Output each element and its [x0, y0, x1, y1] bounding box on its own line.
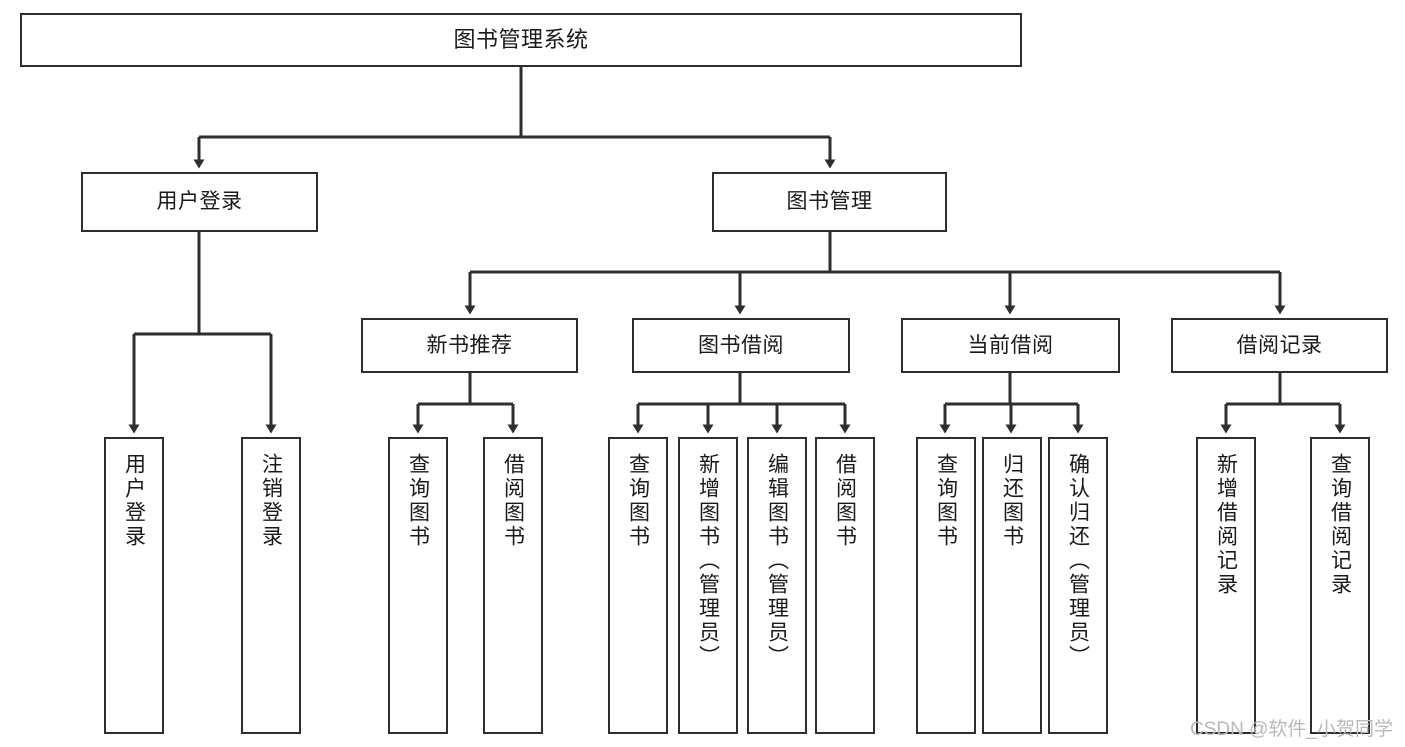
node-book-borrow[interactable]: 图书借阅 [632, 318, 850, 373]
node-label: 借阅图书 [501, 453, 525, 549]
node-label: 查询借阅记录 [1328, 453, 1352, 597]
node-label: 借阅记录 [1236, 333, 1323, 357]
node-borrow-record[interactable]: 借阅记录 [1171, 318, 1388, 373]
node-label: 用户登录 [156, 190, 243, 214]
node-user-login[interactable]: 用户登录 [81, 172, 318, 232]
node-label: 新增图书（管理员） [696, 453, 720, 669]
node-label: 新增借阅记录 [1214, 453, 1238, 597]
leaf-borrow-book-new[interactable]: 借阅图书 [483, 437, 543, 734]
node-label: 图书管理系统 [453, 26, 589, 52]
leaf-user-login[interactable]: 用户登录 [104, 437, 164, 734]
node-new-book-recommend[interactable]: 新书推荐 [361, 318, 578, 373]
leaf-edit-book-admin[interactable]: 编辑图书（管理员） [747, 437, 807, 734]
node-current-borrow[interactable]: 当前借阅 [901, 318, 1120, 373]
csdn-watermark: CSDN @软件_小贺同学 [1190, 719, 1393, 740]
leaf-confirm-return-admin[interactable]: 确认归还（管理员） [1048, 437, 1108, 734]
leaf-return-book[interactable]: 归还图书 [982, 437, 1042, 734]
leaf-add-borrow-record[interactable]: 新增借阅记录 [1196, 437, 1256, 734]
node-label: 当前借阅 [967, 333, 1054, 357]
node-label: 新书推荐 [426, 333, 513, 357]
node-label: 图书借阅 [698, 333, 784, 357]
leaf-borrow-book[interactable]: 借阅图书 [815, 437, 875, 734]
node-label: 借阅图书 [833, 453, 857, 549]
node-root-system[interactable]: 图书管理系统 [20, 13, 1022, 67]
node-label: 归还图书 [1000, 453, 1024, 549]
node-label: 编辑图书（管理员） [765, 453, 789, 669]
node-label: 图书管理 [786, 190, 873, 214]
leaf-query-borrow-record[interactable]: 查询借阅记录 [1310, 437, 1370, 734]
leaf-query-book-borrow[interactable]: 查询图书 [608, 437, 668, 734]
node-label: 确认归还（管理员） [1066, 453, 1090, 669]
node-label: 注销登录 [259, 453, 283, 549]
node-label: 查询图书 [934, 453, 958, 549]
node-label: 用户登录 [122, 453, 146, 549]
leaf-add-book-admin[interactable]: 新增图书（管理员） [678, 437, 738, 734]
leaf-query-book-current[interactable]: 查询图书 [916, 437, 976, 734]
node-label: 查询图书 [626, 453, 650, 549]
node-label: 查询图书 [406, 453, 430, 549]
leaf-logout[interactable]: 注销登录 [241, 437, 301, 734]
node-book-management[interactable]: 图书管理 [712, 172, 947, 232]
leaf-query-book-new[interactable]: 查询图书 [388, 437, 448, 734]
